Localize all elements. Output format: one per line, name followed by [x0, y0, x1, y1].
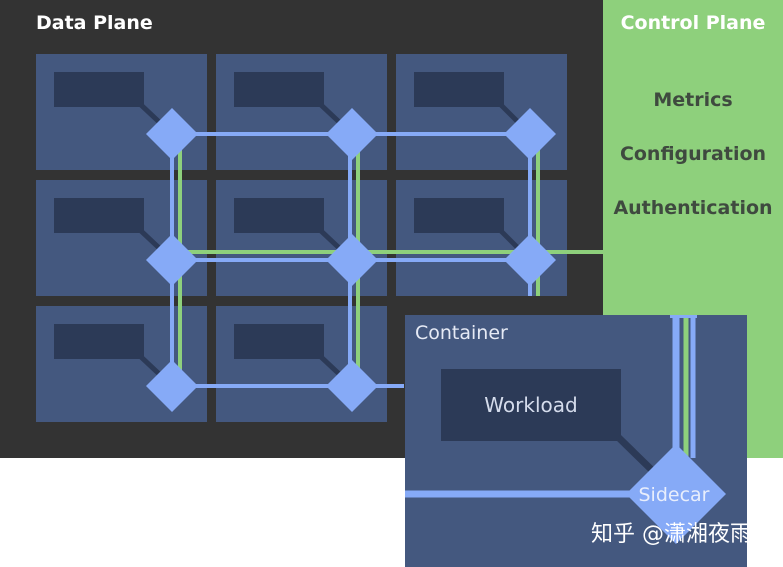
sidecar-diamond — [146, 234, 198, 286]
data-plane-title: Data Plane — [36, 12, 153, 34]
pod — [216, 180, 387, 296]
control-plane-item-metrics: Metrics — [653, 89, 732, 111]
sidecar-label: Sidecar — [639, 484, 710, 506]
sidecar-diamonds — [146, 108, 556, 412]
pod — [396, 54, 567, 170]
workload-box — [234, 72, 324, 107]
workload-box — [414, 198, 504, 233]
pod — [216, 54, 387, 170]
container-label: Container — [415, 322, 508, 344]
pod — [216, 306, 387, 422]
control-plane-item-configuration: Configuration — [620, 143, 766, 165]
sidecar-diamond — [326, 108, 378, 160]
sidecar-diamond — [504, 234, 556, 286]
workload-box — [54, 72, 144, 107]
control-plane-item-authentication: Authentication — [613, 197, 772, 219]
sidecar-diamond-large — [626, 444, 726, 544]
sidecar-diamond — [146, 108, 198, 160]
workload-box — [54, 198, 144, 233]
sidecar-diamond — [326, 360, 378, 412]
workload-box — [54, 324, 144, 359]
workload-box — [414, 72, 504, 107]
control-plane-title: Control Plane — [621, 12, 766, 34]
workload-label: Workload — [484, 393, 577, 417]
watermark-text: 知乎 @潇湘夜雨 — [591, 522, 752, 547]
workload-box — [441, 369, 621, 441]
sidecar-diamond — [504, 108, 556, 160]
pod — [396, 180, 567, 296]
sidecar-diamond — [326, 234, 378, 286]
sidecar-diamond — [146, 360, 198, 412]
workload-box — [234, 198, 324, 233]
container-detail: Container Workload Sidecar — [405, 315, 747, 567]
workload-box — [234, 324, 324, 359]
